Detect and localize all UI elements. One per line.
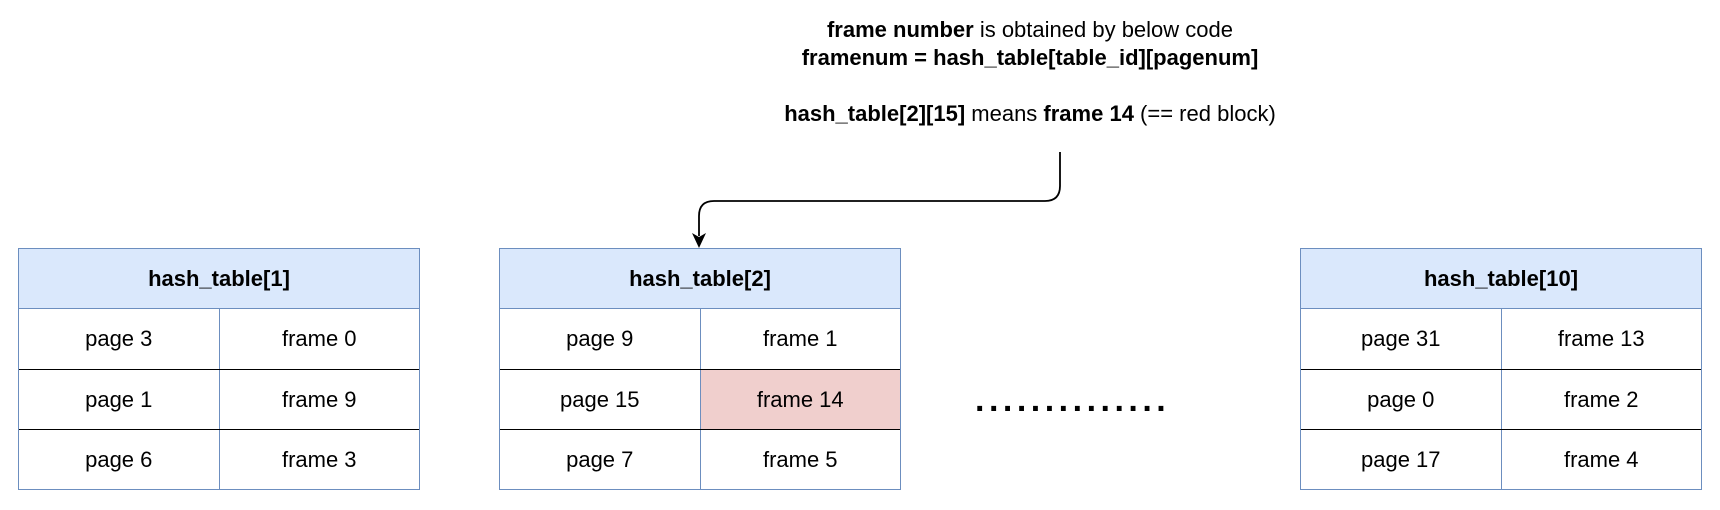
annotation-line-1-rest: is obtained by below code: [973, 17, 1233, 42]
table-row: page 6 frame 3: [19, 429, 419, 489]
annotation-frame-number: frame number: [826, 17, 974, 42]
hash-table-10: hash_table[10] page 31 frame 13 page 0 f…: [1300, 248, 1702, 490]
frame-cell: frame 3: [218, 430, 420, 489]
table-row: page 1 frame 9: [19, 369, 419, 429]
table-header: hash_table[10]: [1301, 249, 1701, 309]
table-row: page 31 frame 13: [1301, 309, 1701, 369]
annotation-text: frame number is obtained by below code f…: [660, 16, 1400, 128]
annotation-line-3: hash_table[2][15] means frame 14 (== red…: [660, 100, 1400, 128]
page-cell: page 3: [85, 326, 153, 351]
frame-cell: frame 13: [1500, 309, 1702, 369]
hash-table-1: hash_table[1] page 3 frame 0 page 1 fram…: [18, 248, 420, 490]
table-row: page 0 frame 2: [1301, 369, 1701, 429]
page-cell: page 9: [566, 326, 634, 351]
arrowhead-icon: [692, 233, 706, 248]
frame-cell: frame 0: [218, 309, 420, 369]
connector-path: [698, 152, 1061, 236]
page-cell: page 1: [85, 386, 153, 412]
page-cell: page 31: [1360, 326, 1441, 351]
frame-cell: frame 5: [699, 430, 901, 489]
annotation-code: framenum = hash_table[table_id][pagenum]: [801, 45, 1259, 70]
table-row: page 15 frame 14: [500, 369, 900, 429]
annotation-lookup: hash_table[2][15]: [784, 101, 966, 126]
page-cell: page 15: [559, 386, 640, 412]
frame-cell-highlighted: frame 14: [699, 370, 900, 429]
frame-cell: frame 1: [699, 309, 901, 369]
table-row: page 17 frame 4: [1301, 429, 1701, 489]
annotation-line-1: frame number is obtained by below code: [660, 16, 1400, 44]
annotation-line-2: framenum = hash_table[table_id][pagenum]: [660, 44, 1400, 72]
hash-table-2: hash_table[2] page 9 frame 1 page 15 fra…: [499, 248, 901, 490]
page-cell: page 7: [566, 446, 634, 472]
page-cell: page 0: [1367, 386, 1435, 412]
annotation-red-block-note: (== red block): [1133, 101, 1276, 126]
ellipsis: ..............: [975, 381, 1171, 419]
table-header: hash_table[2]: [500, 249, 900, 309]
page-cell: page 17: [1360, 446, 1441, 472]
frame-cell: frame 4: [1500, 430, 1702, 489]
annotation-frame-14: frame 14: [1043, 101, 1134, 126]
table-row: page 3 frame 0: [19, 309, 419, 369]
table-header: hash_table[1]: [19, 249, 419, 309]
page-cell: page 6: [85, 446, 153, 472]
table-row: page 9 frame 1: [500, 309, 900, 369]
frame-cell: frame 2: [1500, 370, 1702, 429]
table-row: page 7 frame 5: [500, 429, 900, 489]
annotation-means: means: [965, 101, 1044, 126]
frame-cell: frame 9: [218, 370, 420, 429]
